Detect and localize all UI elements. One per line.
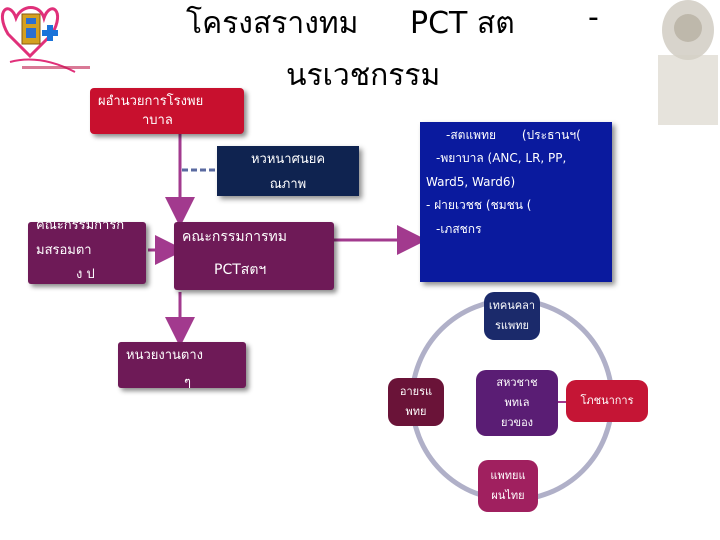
monument-image [658, 0, 718, 125]
departments-box: หนวยงานตาง ๆ [118, 342, 246, 388]
cycle-lab-tech-line1: เทคนคลา [488, 299, 536, 313]
members-line1-role: -สตแพทย [446, 128, 497, 142]
cycle-allied-health-line3: ยวของ [500, 415, 534, 429]
left-committee-line3: ง ป [76, 267, 95, 283]
members-line3: Ward5, Ward6) [426, 174, 516, 189]
quality-head-line2: ณภาพ [269, 176, 307, 192]
cycle-nutrition: โภชนาการ [566, 380, 648, 422]
cycle-thai-medicine: แพทยแ ผนไทย [478, 460, 538, 512]
cycle-allied-health: สหวชาช พทเล ยวของ [476, 370, 558, 436]
quality-head-line1: หวหนาศนยค [250, 152, 326, 167]
cycle-nutrition-line1: โภชนาการ [580, 394, 634, 408]
title-line1-part2: PCT สต [410, 6, 515, 41]
members-box: -สตแพทย (ประธานฯ( -พยาบาล (ANC, LR, PP, … [420, 122, 612, 282]
pct-committee-line2: PCTสตฯ [214, 261, 267, 278]
director-line2: าบาล [142, 112, 173, 128]
title-dash: - [588, 0, 599, 35]
departments-line2: ๆ [184, 374, 191, 388]
cycle-allied-health-line1: สหวชาช [496, 376, 538, 390]
cycle-internal-med-line2: พทย [405, 405, 427, 418]
cycle-allied-health-line2: พทเล [504, 396, 530, 410]
pct-committee-box: คณะกรรมการทม PCTสตฯ [174, 222, 334, 290]
cycle-thai-medicine-line1: แพทยแ [490, 469, 526, 483]
members-line1-chair: (ประธานฯ( [521, 128, 581, 142]
left-committee-box: คณะกรรมการก มสรอมตา ง ป [28, 222, 146, 284]
departments-line1: หนวยงานตาง [126, 348, 203, 363]
cycle-internal-med: อายรแ พทย [388, 378, 444, 426]
cycle-lab-tech: เทคนคลา รแพทย [484, 292, 540, 340]
members-line2: -พยาบาล (ANC, LR, PP, [436, 151, 567, 166]
quality-head-box: หวหนาศนยค ณภาพ [217, 146, 359, 196]
members-line1: -สตแพทย (ประธานฯ( [426, 124, 604, 147]
left-committee-line1: คณะกรรมการก [36, 222, 125, 233]
director-box: ผอำนวยการโรงพย าบาล [90, 88, 244, 134]
title-line1-part1: โครงสรางทม [186, 6, 359, 41]
director-line1: ผอำนวยการโรงพย [98, 94, 204, 109]
cycle-internal-med-line1: อายรแ [399, 385, 433, 399]
cycle-thai-medicine-line2: ผนไทย [491, 489, 525, 502]
members-line4: - ฝายเวชช (ชมชน ( [426, 198, 532, 213]
pct-committee-line1: คณะกรรมการทม [182, 229, 287, 245]
hospital-logo [1, 6, 90, 73]
cycle-lab-tech-line2: รแพทย [495, 319, 529, 332]
title-line2: นรเวชกรรม [286, 58, 441, 93]
left-committee-line2: มสรอมตา [36, 242, 92, 258]
members-line5: -เภสชกร [436, 221, 482, 236]
